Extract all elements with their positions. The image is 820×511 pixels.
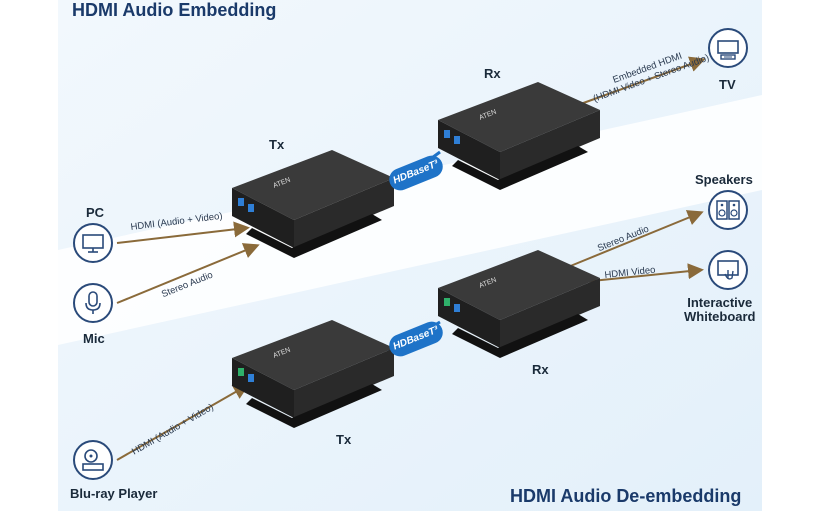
embedding-rx-label: Rx — [484, 66, 501, 81]
deembedding-title: HDMI Audio De-embedding — [510, 486, 742, 506]
disc-player-icon — [82, 449, 104, 471]
deembedding-tx-label: Tx — [336, 432, 352, 447]
deembedding-tx-device: ATEN — [232, 320, 394, 428]
bluray-node — [73, 440, 113, 480]
deembedding-rx-label: Rx — [532, 362, 549, 377]
tv-label: TV — [719, 77, 736, 92]
pc-label: PC — [86, 205, 105, 220]
deembedding-rx-device: ATEN — [438, 250, 600, 358]
embedding-tx-label: Tx — [269, 137, 285, 152]
whiteboard-label: Interactive Whiteboard — [684, 296, 756, 324]
speakers-icon — [716, 200, 740, 220]
speakers-label: Speakers — [695, 172, 753, 187]
tv-node — [708, 28, 748, 68]
tv-icon — [717, 40, 739, 60]
embedding-title: HDMI Audio Embedding — [72, 0, 277, 20]
embedding-tx-device: ATEN — [232, 150, 394, 258]
embedding-rx-device: ATEN — [438, 82, 600, 190]
pc-node — [73, 223, 113, 263]
mic-label: Mic — [83, 331, 105, 346]
whiteboard-node — [708, 250, 748, 290]
microphone-icon — [85, 291, 101, 314]
mic-node — [73, 283, 113, 323]
speakers-node — [708, 190, 748, 230]
bluray-label: Blu-ray Player — [70, 486, 158, 501]
touch-whiteboard-icon — [717, 260, 739, 280]
whiteboard-label-line1: Interactive — [687, 295, 753, 310]
whiteboard-label-line2: Whiteboard — [684, 309, 756, 324]
monitor-icon — [82, 234, 104, 253]
